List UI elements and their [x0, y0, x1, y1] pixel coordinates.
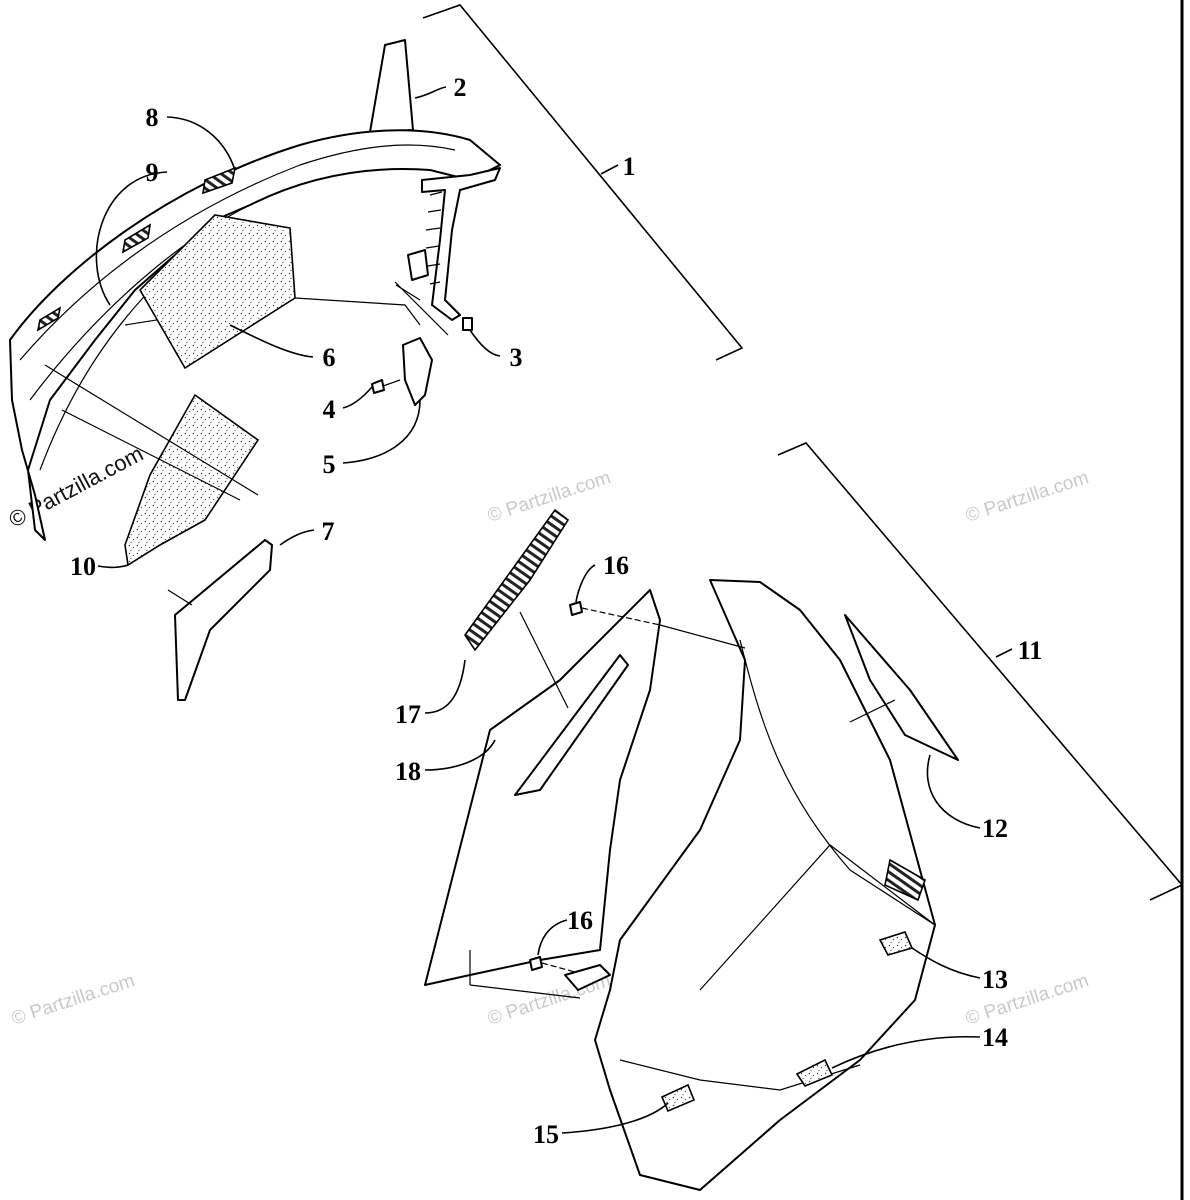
part-7-decal: [174, 539, 273, 701]
callout-label: 14: [982, 1023, 1008, 1052]
assembly-bracket-11: [777, 442, 1184, 901]
callout-label: 6: [323, 343, 336, 372]
part-3-clip: [407, 249, 429, 281]
leader-line: [995, 648, 1013, 658]
part-2-windshield-clip: [369, 39, 414, 133]
callout-label: 4: [323, 395, 336, 424]
callout-label: 13: [982, 965, 1008, 994]
callout-labels: 1 2 3 4 5 6 7 8 9 10 11 12 13 14 15 16 1…: [70, 73, 1042, 1149]
part-16-clip: [564, 964, 611, 991]
part-16-screw: [569, 601, 583, 616]
part-10-side-foam: [124, 393, 260, 567]
callout-leaders: [95, 86, 981, 1134]
callout-label: 11: [1018, 636, 1043, 665]
callout-label: 3: [510, 343, 523, 372]
part-8-hood-shell: [9, 129, 501, 541]
watermark: © Partzilla.com: [9, 970, 137, 1030]
hood-assembly: [9, 39, 501, 701]
part-3-nut: [462, 317, 473, 331]
part-3-front-bracket: [421, 167, 501, 321]
part-12-panel: [844, 614, 959, 761]
callout-label: 9: [146, 158, 159, 187]
part-5-bracket: [402, 337, 433, 406]
assembly-bracket-1: [422, 4, 744, 361]
leader-line: [600, 164, 619, 175]
callout-label: 1: [623, 152, 636, 181]
callout-label: 7: [322, 517, 335, 546]
side-panel-assembly: [424, 508, 959, 1191]
screw-axis: [581, 607, 661, 626]
part-6-foam-pad: [139, 214, 296, 370]
callout-label: 2: [454, 73, 467, 102]
part-16-screw: [529, 956, 543, 971]
part-11-side-shell: [594, 579, 936, 1191]
part-17-vent-grille: [464, 508, 570, 652]
part-14-foam-pad: [795, 1058, 834, 1087]
callout-label: 5: [323, 450, 336, 479]
callout-label: 15: [533, 1120, 559, 1149]
callout-label: 18: [395, 757, 421, 786]
callout-label: 12: [982, 814, 1008, 843]
callout-label: 16: [567, 906, 593, 935]
part-4-screw: [371, 379, 385, 394]
callout-label: 17: [395, 700, 421, 729]
callout-label: 8: [146, 103, 159, 132]
watermark: © Partzilla.com: [963, 467, 1091, 527]
callout-label: 16: [603, 551, 629, 580]
callout-label: 10: [70, 552, 96, 581]
part-15-foam-pad: [660, 1083, 696, 1113]
